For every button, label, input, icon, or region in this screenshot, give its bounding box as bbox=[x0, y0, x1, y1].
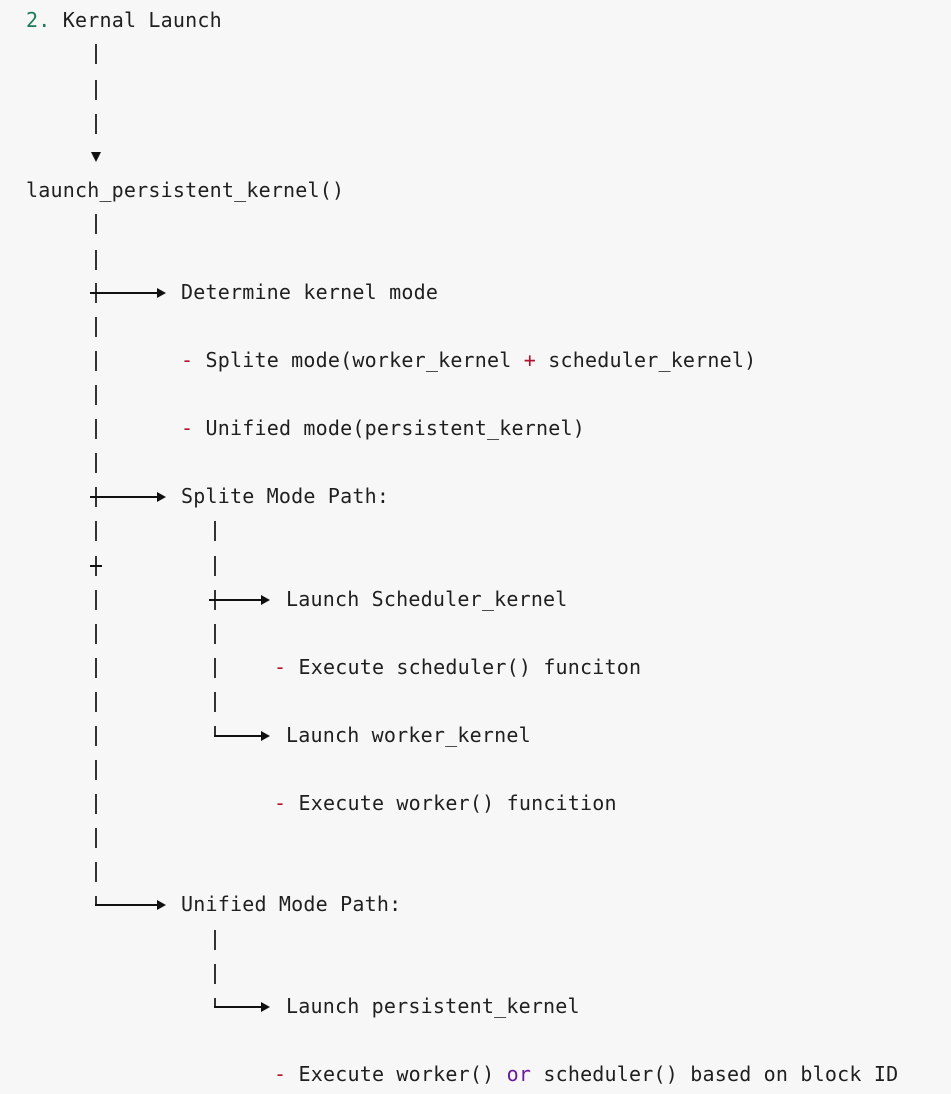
determine-item-splite: - Splite mode(worker_kernel + scheduler_… bbox=[181, 350, 756, 370]
tree-vbar bbox=[95, 590, 97, 610]
execute-worker-call: Execute worker() bbox=[298, 1062, 495, 1086]
bullet-dash: - bbox=[274, 1062, 287, 1086]
splite-path-label: Splite Mode Path: bbox=[181, 484, 390, 508]
tree-vbar bbox=[95, 114, 97, 134]
tree-vbar bbox=[95, 862, 97, 882]
branch-line bbox=[214, 1006, 262, 1008]
arrow-right-icon bbox=[157, 900, 166, 910]
branch-line bbox=[214, 735, 262, 737]
tree-vbar bbox=[214, 556, 216, 576]
tree-vbar bbox=[214, 624, 216, 644]
plus-operator: + bbox=[523, 348, 537, 372]
branch-line bbox=[95, 904, 158, 906]
tree-vbar bbox=[95, 351, 97, 371]
tree-vbar bbox=[95, 250, 97, 270]
section-title: Kernal Launch bbox=[62, 8, 222, 32]
tree-vbar bbox=[214, 692, 216, 712]
determine-mode-label: Determine kernel mode bbox=[181, 280, 439, 304]
bullet-dash: - bbox=[274, 655, 287, 679]
execute-scheduler-call: scheduler() based on block ID bbox=[543, 1062, 899, 1086]
tree-vbar bbox=[214, 964, 216, 984]
function-call: launch_persistent_kernel() bbox=[26, 178, 345, 202]
tree-vbar bbox=[95, 385, 97, 405]
launch-scheduler-label: Launch Scheduler_kernel bbox=[286, 587, 568, 611]
tree-vbar bbox=[214, 521, 216, 541]
unified-mode-text: Unified mode(persistent_kernel) bbox=[205, 416, 585, 440]
tree-corner bbox=[214, 726, 216, 737]
tree-vbar bbox=[95, 419, 97, 439]
launch-persistent-label: Launch persistent_kernel bbox=[286, 994, 580, 1018]
execute-block-id-item: - Execute worker() or scheduler() based … bbox=[274, 1064, 898, 1084]
splite-mode-text: Splite mode(worker_kernel bbox=[205, 348, 512, 372]
bullet-dash: - bbox=[181, 416, 194, 440]
unified-path-label: Unified Mode Path: bbox=[181, 892, 402, 916]
section-number: 2. bbox=[26, 8, 51, 32]
execute-worker-text: Execute worker() funcition bbox=[298, 791, 617, 815]
tree-vbar bbox=[95, 44, 97, 64]
arrow-right-icon bbox=[261, 731, 270, 741]
tree-vbar bbox=[95, 794, 97, 814]
tree-vbar bbox=[95, 453, 97, 473]
splite-mode-suffix: scheduler_kernel) bbox=[548, 348, 757, 372]
bullet-dash: - bbox=[274, 791, 287, 815]
tree-vbar bbox=[214, 658, 216, 678]
tree-vbar bbox=[95, 828, 97, 848]
branch-line bbox=[90, 496, 158, 498]
tree-vbar bbox=[214, 930, 216, 950]
tree-vbar bbox=[95, 760, 97, 780]
arrow-right-icon bbox=[261, 595, 270, 605]
branch-line bbox=[209, 599, 262, 601]
tree-vbar bbox=[95, 692, 97, 712]
bullet-dash: - bbox=[181, 348, 194, 372]
determine-item-unified: - Unified mode(persistent_kernel) bbox=[181, 418, 585, 438]
tree-corner bbox=[214, 998, 216, 1007]
execute-scheduler-text: Execute scheduler() funciton bbox=[298, 655, 642, 679]
tree-vbar bbox=[95, 726, 97, 746]
tree-vbar bbox=[95, 624, 97, 644]
tree-vbar bbox=[95, 521, 97, 541]
arrow-right-icon bbox=[157, 492, 166, 502]
arrow-right-icon bbox=[261, 1002, 270, 1012]
tree-vbar bbox=[95, 214, 97, 234]
tree-vbar bbox=[95, 658, 97, 678]
launch-worker-label: Launch worker_kernel bbox=[286, 723, 531, 747]
arrow-right-icon bbox=[157, 288, 166, 298]
down-arrow-icon bbox=[91, 152, 101, 162]
or-keyword: or bbox=[506, 1062, 532, 1086]
execute-worker-item: - Execute worker() funcition bbox=[274, 793, 617, 813]
tree-vbar bbox=[95, 80, 97, 100]
section-header: 2. Kernal Launch bbox=[26, 10, 222, 30]
branch-line bbox=[90, 292, 158, 294]
tree-corner bbox=[95, 896, 97, 906]
execute-scheduler-item: - Execute scheduler() funciton bbox=[274, 657, 641, 677]
tree-tick bbox=[90, 565, 102, 567]
tree-vbar bbox=[95, 317, 97, 337]
